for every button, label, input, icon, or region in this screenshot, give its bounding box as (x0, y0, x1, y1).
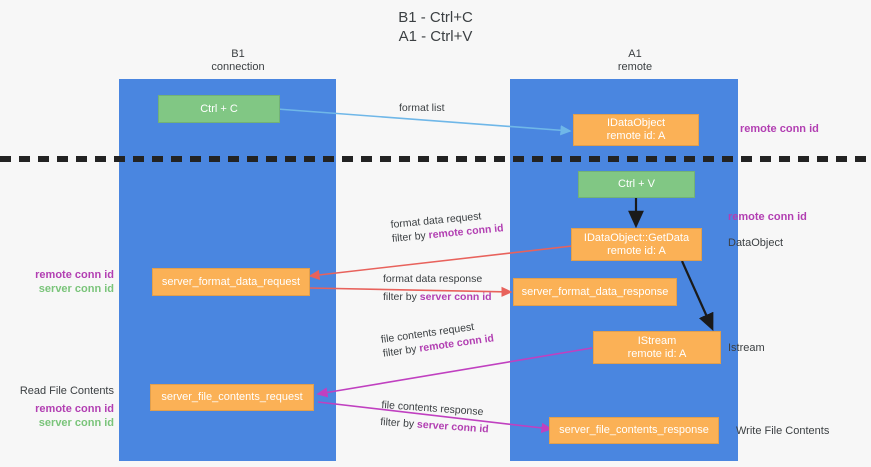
annotation-left-mid-server-conn-id: server conn id (38, 283, 114, 295)
annotation-left-low-remote-conn-id: remote conn id (35, 403, 114, 415)
node-ctrl-c[interactable]: Ctrl + C (158, 95, 280, 123)
annotation-left-mid-conn-ids: remote conn id server conn id (0, 268, 114, 296)
node-server-format-data-response[interactable]: server_format_data_response (513, 278, 677, 306)
node-ctrl-v[interactable]: Ctrl + V (578, 171, 695, 198)
annotation-right-mid-remote-conn-id: remote conn id (728, 211, 807, 223)
edge-label-format-data-response: format data response filter by server co… (383, 272, 492, 304)
title-line-1: B1 - Ctrl+C (398, 9, 473, 26)
column-header-a1: A1 remote (555, 48, 715, 74)
node-istream-label: IStream (637, 334, 677, 347)
annotation-left-low-server-conn-id: server conn id (38, 417, 114, 429)
node-idataobject-label: IDataObject (606, 117, 666, 129)
title-line-2: A1 - Ctrl+V (398, 28, 473, 45)
edge-label-file-contents-response: file contents response filter by server … (380, 398, 490, 436)
edge-label-file-contents-request: file contents request filter by remote c… (380, 317, 495, 360)
node-server-file-contents-request-label: server_file_contents_request (161, 391, 303, 403)
edge-label-format-data-request: format data request filter by remote con… (390, 207, 504, 246)
column-header-a1-sub: remote (617, 61, 653, 73)
annotation-left-low-conn-ids: remote conn id server conn id (0, 402, 114, 430)
annotation-left-read-file-contents: Read File Contents (19, 385, 114, 397)
node-server-file-contents-request[interactable]: server_file_contents_request (150, 384, 314, 411)
annotation-left-mid-remote-conn-id: remote conn id (35, 269, 114, 281)
edge-label-format-list: format list (399, 102, 445, 114)
node-server-format-data-request[interactable]: server_format_data_request (152, 268, 310, 296)
node-server-format-data-response-label: server_format_data_response (521, 285, 669, 298)
node-ctrl-c-label: Ctrl + C (200, 102, 238, 115)
column-header-a1-name: A1 (628, 48, 642, 60)
column-header-b1-name: B1 (231, 48, 245, 60)
edge-label-format-data-response-line2: filter by server conn id (383, 291, 492, 303)
page-title: B1 - Ctrl+C A1 - Ctrl+V (0, 8, 871, 46)
node-idataobject-sublabel: remote id: A (606, 130, 666, 142)
node-getdata-sublabel: remote id: A (607, 244, 666, 257)
node-server-file-contents-response[interactable]: server_file_contents_response (549, 417, 719, 444)
node-server-format-data-request-label: server_format_data_request (161, 275, 301, 288)
column-header-b1-sub: connection (211, 61, 265, 73)
node-idataobject[interactable]: IDataObject remote id: A (573, 114, 699, 146)
node-server-file-contents-response-label: server_file_contents_response (559, 424, 709, 436)
node-istream[interactable]: IStream remote id: A (593, 331, 721, 364)
annotation-right-top-remote-conn-id: remote conn id (740, 123, 819, 135)
node-ctrl-v-label: Ctrl + V (618, 178, 655, 190)
annotation-right-write-file-contents: Write File Contents (736, 425, 830, 437)
node-getdata-label: IDataObject::GetData (583, 231, 690, 244)
column-header-b1: B1 connection (158, 48, 318, 74)
annotation-right-dataobject: DataObject (728, 237, 784, 249)
edge-label-format-data-response-line1: format data response (383, 273, 483, 285)
section-divider (0, 156, 871, 162)
node-istream-sublabel: remote id: A (627, 347, 687, 360)
node-getdata[interactable]: IDataObject::GetData remote id: A (571, 228, 702, 261)
annotation-right-istream: Istream (728, 342, 765, 354)
